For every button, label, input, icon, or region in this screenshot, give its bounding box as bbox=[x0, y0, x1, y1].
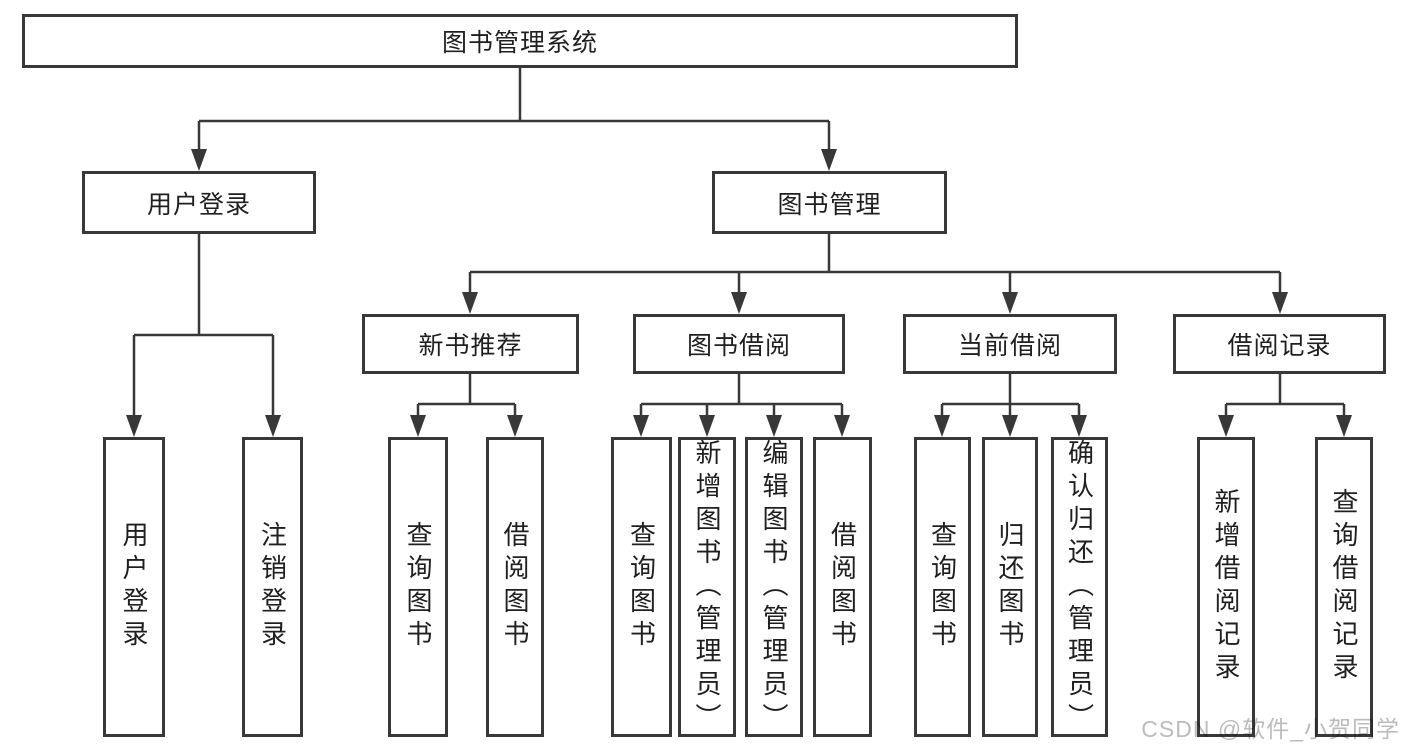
leaf-borrow-add-book: 新增图书（管理员） bbox=[678, 437, 736, 737]
leaf-borrow-edit-book-label: 编辑图书（管理员） bbox=[759, 438, 789, 736]
node-current-borrow-label: 当前借阅 bbox=[957, 332, 1062, 360]
leaf-newbooks-query-label: 查询图书 bbox=[403, 521, 433, 653]
leaf-newbooks-borrow-label: 借阅图书 bbox=[500, 521, 530, 653]
leaf-records-query-label: 查询借阅记录 bbox=[1329, 488, 1359, 686]
leaf-borrow-book-label: 借阅图书 bbox=[827, 521, 858, 653]
leaf-borrow-add-book-label: 新增图书（管理员） bbox=[692, 438, 722, 736]
csdn-watermark: CSDN @软件_小贺同学 bbox=[1141, 716, 1400, 742]
node-user-login: 用户登录 bbox=[82, 171, 316, 234]
node-new-book-recommend-label: 新书推荐 bbox=[418, 332, 523, 360]
node-current-borrow: 当前借阅 bbox=[903, 314, 1117, 374]
node-book-borrow-label: 图书借阅 bbox=[686, 332, 791, 360]
leaf-records-add: 新增借阅记录 bbox=[1197, 437, 1255, 737]
leaf-current-return-label: 归还图书 bbox=[995, 521, 1025, 653]
leaf-borrow-query-label: 查询图书 bbox=[626, 521, 657, 653]
leaf-newbooks-query: 查询图书 bbox=[388, 437, 448, 737]
node-book-borrow: 图书借阅 bbox=[633, 314, 845, 374]
leaf-borrow-query: 查询图书 bbox=[611, 437, 672, 737]
leaf-newbooks-borrow: 借阅图书 bbox=[486, 437, 544, 737]
leaf-current-confirm-return-label: 确认归还（管理员） bbox=[1064, 438, 1095, 736]
node-book-management-label: 图书管理 bbox=[777, 190, 882, 219]
arrowheads bbox=[126, 149, 1352, 437]
node-book-management: 图书管理 bbox=[712, 171, 947, 234]
node-borrow-records-label: 借阅记录 bbox=[1227, 332, 1332, 360]
node-user-login-label: 用户登录 bbox=[146, 190, 251, 219]
leaf-records-add-label: 新增借阅记录 bbox=[1211, 488, 1241, 686]
node-borrow-records: 借阅记录 bbox=[1173, 314, 1386, 374]
leaf-logout-label: 注销登录 bbox=[257, 521, 288, 653]
leaf-current-query: 查询图书 bbox=[914, 437, 971, 737]
node-new-book-recommend: 新书推荐 bbox=[362, 314, 579, 374]
leaf-user-login: 用户登录 bbox=[103, 437, 165, 737]
leaf-current-query-label: 查询图书 bbox=[927, 521, 958, 653]
leaf-records-query: 查询借阅记录 bbox=[1315, 437, 1373, 737]
node-root-label: 图书管理系统 bbox=[441, 29, 598, 57]
node-root: 图书管理系统 bbox=[22, 14, 1018, 68]
leaf-logout: 注销登录 bbox=[242, 437, 303, 737]
leaf-current-confirm-return: 确认归还（管理员） bbox=[1051, 437, 1108, 737]
leaf-user-login-label: 用户登录 bbox=[119, 521, 149, 653]
leaf-borrow-book: 借阅图书 bbox=[813, 437, 872, 737]
leaf-borrow-edit-book: 编辑图书（管理员） bbox=[745, 437, 803, 737]
leaf-current-return: 归还图书 bbox=[982, 437, 1038, 737]
connector-lines bbox=[132, 68, 1346, 420]
